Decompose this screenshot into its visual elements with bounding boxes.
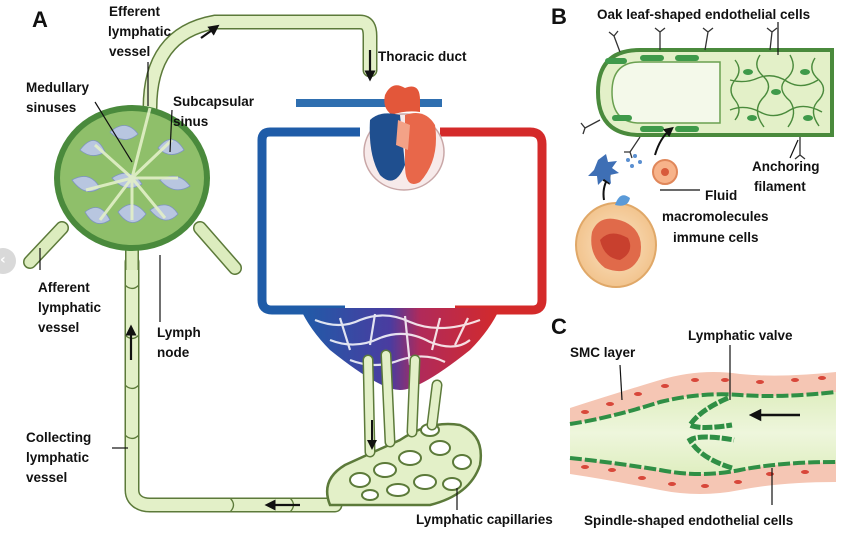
panel-a-labels: Efferent lymphatic vessel Thoracic duct … <box>26 4 553 527</box>
label-efferent-2: lymphatic <box>108 24 172 39</box>
label-afferent-2: lymphatic <box>38 300 102 315</box>
blood-circulation <box>257 127 547 390</box>
label-thoracic-duct: Thoracic duct <box>378 49 467 64</box>
previous-slide-button[interactable] <box>0 248 16 274</box>
label-fluid: Fluid <box>705 188 737 203</box>
label-lymph-node-1: Lymph <box>157 325 201 340</box>
chevron-left-icon: ‹ <box>0 252 6 268</box>
panel-a-leaders <box>39 62 458 510</box>
panel-b-letter: B <box>551 4 567 29</box>
panel-b-leaders <box>660 22 799 191</box>
thoracic-duct-bar <box>296 99 442 107</box>
label-subcapsular-1: Subcapsular <box>173 94 255 109</box>
label-collecting-2: lymphatic <box>26 450 90 465</box>
panel-a: A <box>23 4 553 527</box>
panel-a-letter: A <box>32 7 48 32</box>
label-lymphatic-valve: Lymphatic valve <box>688 328 793 343</box>
panel-c-leaders <box>619 345 773 505</box>
lymphatic-capillary-tube <box>580 27 834 160</box>
lymphatic-circuit <box>124 14 378 513</box>
flow-arrow-b-entry <box>654 126 674 156</box>
lymphatic-valve-leaflets <box>686 395 735 471</box>
label-smc-layer: SMC layer <box>570 345 636 360</box>
label-immune-cells: immune cells <box>673 230 759 245</box>
anchoring-filaments <box>580 27 806 160</box>
fluid-and-cells <box>575 126 678 288</box>
collecting-vessel-valves <box>124 284 295 513</box>
label-efferent-1: Efferent <box>109 4 161 19</box>
medullary-sinuses-shapes <box>71 125 191 224</box>
label-lymph-node-2: node <box>157 345 190 360</box>
label-medullary-2: sinuses <box>26 100 76 115</box>
panel-c-labels: SMC layer Lymphatic valve Spindle-shaped… <box>570 328 793 528</box>
label-oak-leaf: Oak leaf-shaped endothelial cells <box>597 7 810 22</box>
collecting-vessel-section <box>569 372 837 494</box>
label-macromolecules: macromolecules <box>662 209 769 224</box>
panel-c-letter: C <box>551 314 567 339</box>
panel-b: B <box>551 4 834 288</box>
label-afferent-3: vessel <box>38 320 79 335</box>
label-capillaries: Lymphatic capillaries <box>416 512 553 527</box>
heart <box>296 85 445 191</box>
panel-c: C <box>551 314 837 528</box>
label-anchoring-1: Anchoring <box>752 159 820 174</box>
flow-arrow-top <box>200 24 220 39</box>
label-anchoring-2: filament <box>754 179 806 194</box>
label-subcapsular-2: sinus <box>173 114 208 129</box>
label-spindle-shaped: Spindle-shaped endothelial cells <box>584 513 793 528</box>
lymphatic-capillaries <box>325 349 483 507</box>
label-medullary-1: Medullary <box>26 80 90 95</box>
label-afferent-1: Afferent <box>38 280 90 295</box>
label-collecting-3: vessel <box>26 470 67 485</box>
panel-b-labels: Oak leaf-shaped endothelial cells Anchor… <box>597 7 820 245</box>
capillary-bed <box>300 308 500 390</box>
lymph-node <box>23 105 242 275</box>
label-collecting-1: Collecting <box>26 430 91 445</box>
label-efferent-3: vessel <box>109 44 150 59</box>
